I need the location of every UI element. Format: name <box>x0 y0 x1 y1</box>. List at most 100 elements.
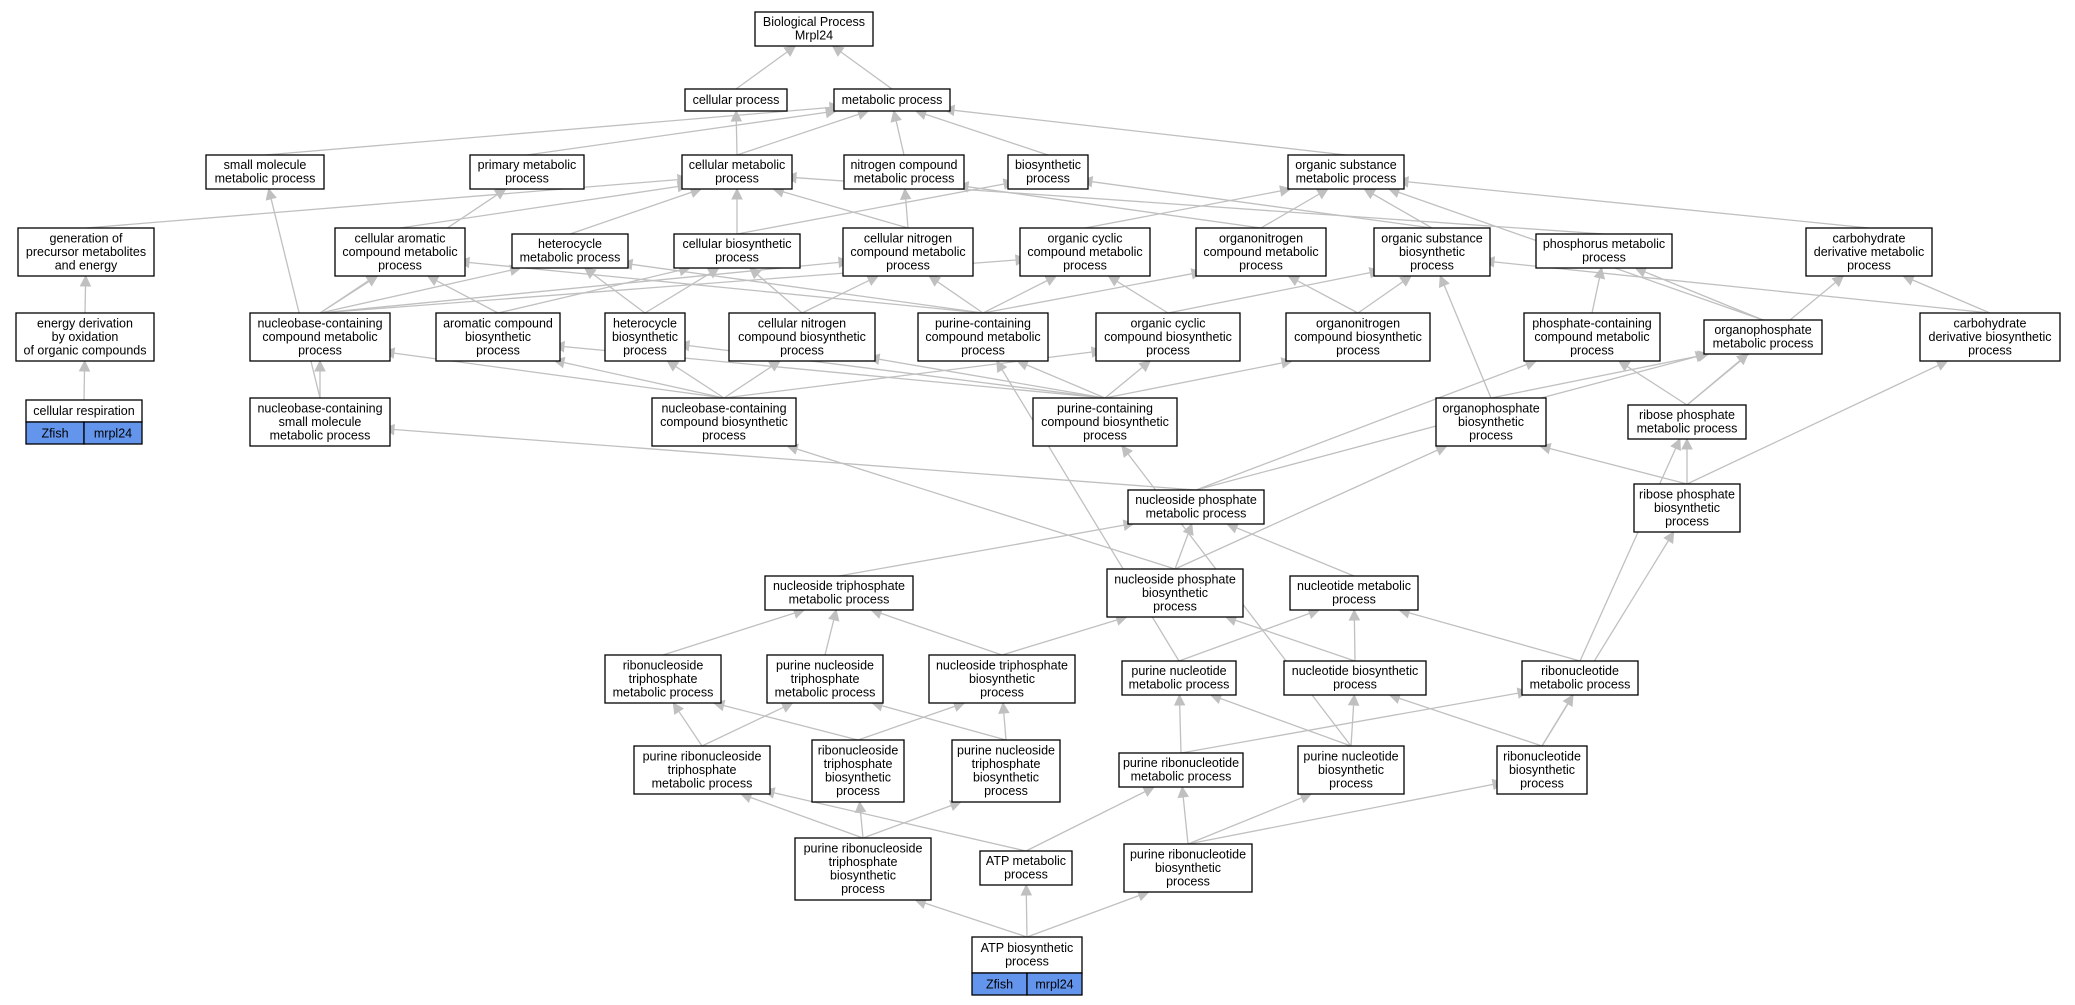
arrowhead <box>1663 531 1675 544</box>
edge-prntpbp-to-rntpbp <box>854 800 867 839</box>
go-term-node-prntpmp[interactable]: purine ribonucleosidetriphosphatemetabol… <box>633 745 771 795</box>
node-label-line: compound metabolic <box>1027 245 1142 259</box>
edge-oncmp-to-osmp <box>1260 188 1329 229</box>
node-label-line: aromatic compound <box>443 316 553 330</box>
node-box <box>1535 233 1673 269</box>
edge-line <box>1025 894 1028 938</box>
go-term-node-ntpbp[interactable]: nucleoside triphosphatebiosyntheticproce… <box>928 654 1076 704</box>
edge-npmp-to-phccmp <box>1195 359 1538 491</box>
go-term-node-prntpbp[interactable]: purine ribonucleosidetriphosphatebiosynt… <box>794 837 932 901</box>
go-term-node-cp[interactable]: cellular process <box>684 88 788 112</box>
edge-line <box>1025 790 1146 852</box>
node-label-line: process <box>1665 514 1709 528</box>
node-label-line: ribonucleotide <box>1503 749 1581 763</box>
node-label-line: Biological Process <box>763 15 865 29</box>
edge-line <box>631 263 984 314</box>
edge-occbp-to-occmp <box>1107 275 1169 314</box>
edge-pntpbp-to-pntpmp <box>871 700 1007 741</box>
arrowhead <box>996 360 1008 373</box>
go-term-node-rntpbp[interactable]: ribonucleosidetriphosphatebiosyntheticpr… <box>811 739 905 803</box>
go-term-node-mp[interactable]: metabolic process <box>833 88 951 112</box>
node-label-line: nucleobase-containing <box>661 401 786 415</box>
node-label-line: triphosphate <box>824 757 893 771</box>
node-label-line: metabolic process <box>1713 337 1814 351</box>
node-box <box>1287 154 1405 190</box>
edge-line <box>85 178 679 229</box>
node-label-line: triphosphate <box>629 672 698 686</box>
node-label-line: cellular nitrogen <box>758 316 846 330</box>
edge-cbp-to-cmp <box>731 187 743 234</box>
node-label-line: ribose phosphate <box>1639 408 1735 422</box>
edge-osmp-to-mp <box>942 104 1347 156</box>
arrowhead <box>1121 445 1133 458</box>
node-label-line: process <box>1847 258 1891 272</box>
node-box <box>1523 312 1661 362</box>
edge-line <box>1187 783 1494 845</box>
edge-line <box>393 428 1197 491</box>
node-box <box>1285 312 1431 362</box>
node-label-line: cellular aromatic <box>354 231 445 245</box>
edge-line <box>497 269 681 314</box>
node-label-line: of organic compounds <box>24 343 147 357</box>
edge-line <box>723 704 859 741</box>
node-label-line: compound metabolic <box>1203 245 1318 259</box>
arrowhead <box>1399 275 1413 287</box>
arrowhead <box>583 267 597 279</box>
node-label-line: biosynthetic <box>969 672 1035 686</box>
node-label-line: carbohydrate <box>1954 316 2027 330</box>
edge-line <box>563 361 725 399</box>
go-term-node-pntpbp[interactable]: purine nucleosidetriphosphatebiosyntheti… <box>951 739 1061 803</box>
edge-line <box>1187 797 1303 845</box>
